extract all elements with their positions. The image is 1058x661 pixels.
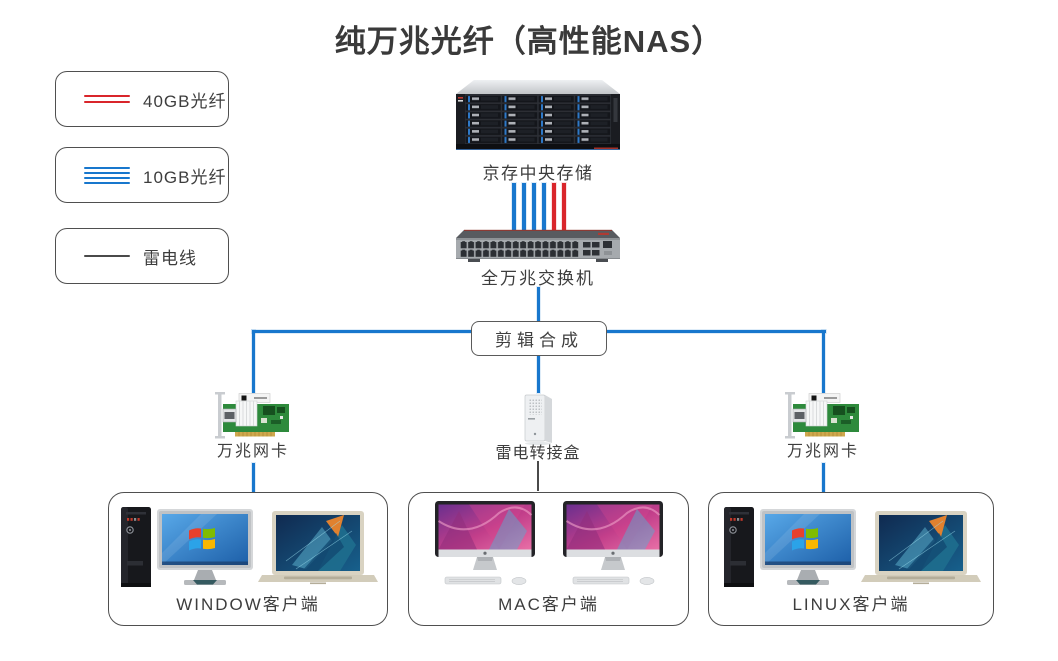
- client-box-linux: LINUX客户端: [708, 492, 994, 626]
- legend-label-10gb: 10GB光纤: [143, 167, 227, 187]
- legend-label-thunderbolt: 雷电线: [143, 248, 197, 268]
- link-hub-nic-left: [251, 330, 255, 393]
- legend-item-10gb-fiber: 10GB光纤: [55, 147, 229, 203]
- storage-server-icon: [446, 78, 630, 160]
- windows-monitor-icon: [760, 509, 856, 589]
- legend-line: [84, 181, 130, 184]
- linux-client-label: LINUX客户端: [792, 595, 910, 614]
- legend-line: [84, 255, 130, 257]
- legend-thunderbolt-line-sample: [84, 255, 130, 257]
- link-storage-switch-10gb-3: [532, 183, 536, 230]
- tower-pc-icon: [118, 505, 154, 589]
- mac-client-label: MAC客户端: [498, 595, 599, 614]
- legend-label-40gb: 40GB光纤: [143, 91, 227, 111]
- storage-server-image: [446, 78, 630, 160]
- thunderbolt-box-label: 雷电转接盒: [495, 445, 581, 462]
- legend-line: [84, 94, 130, 97]
- tower-pc-icon: [721, 505, 757, 589]
- legend-40gb-line-sample: [84, 94, 130, 104]
- hub-box: 剪辑合成: [471, 321, 607, 356]
- legend-line: [84, 101, 130, 104]
- link-storage-switch-10gb-2: [522, 183, 526, 230]
- legend-line: [84, 176, 130, 179]
- legend-line: [84, 171, 130, 174]
- switch-icon: [452, 229, 624, 265]
- imac-icon: [557, 501, 669, 589]
- imac-icon: [429, 501, 541, 589]
- hub-label: 剪辑合成: [495, 331, 583, 350]
- link-storage-switch-40gb-2: [562, 183, 566, 230]
- page-title: 纯万兆光纤（高性能NAS）: [334, 24, 724, 59]
- link-storage-switch-40gb-1: [552, 183, 556, 230]
- link-storage-switch-10gb-1: [512, 183, 516, 230]
- nic-right-label: 万兆网卡: [786, 443, 859, 460]
- link-nicleft-windows-client: [251, 463, 255, 492]
- linux-devices: [709, 502, 993, 589]
- switch-label: 全万兆交换机: [481, 269, 595, 288]
- legend-item-thunderbolt-cable: 雷电线: [55, 228, 229, 284]
- laptop-icon: [859, 511, 981, 589]
- laptop-icon: [256, 511, 378, 589]
- link-hub-nic-right: [821, 330, 825, 393]
- windows-client-label: WINDOW客户端: [176, 595, 320, 614]
- legend-10gb-line-sample: [84, 166, 130, 184]
- legend-item-40gb-fiber: 40GB光纤: [55, 71, 229, 127]
- mac-devices: [409, 502, 688, 589]
- switch-image: [452, 229, 624, 265]
- nic-left-label: 万兆网卡: [216, 443, 289, 460]
- link-thunderboltbox-mac-client: [537, 461, 539, 491]
- storage-label: 京存中央存储: [482, 164, 594, 183]
- link-storage-switch-10gb-4: [542, 183, 546, 230]
- legend-line: [84, 166, 130, 169]
- windows-devices: [109, 502, 387, 589]
- windows-monitor-icon: [157, 509, 253, 589]
- client-box-windows: WINDOW客户端: [108, 492, 388, 626]
- client-box-mac: MAC客户端: [408, 492, 689, 626]
- link-nicright-linux-client: [821, 463, 825, 492]
